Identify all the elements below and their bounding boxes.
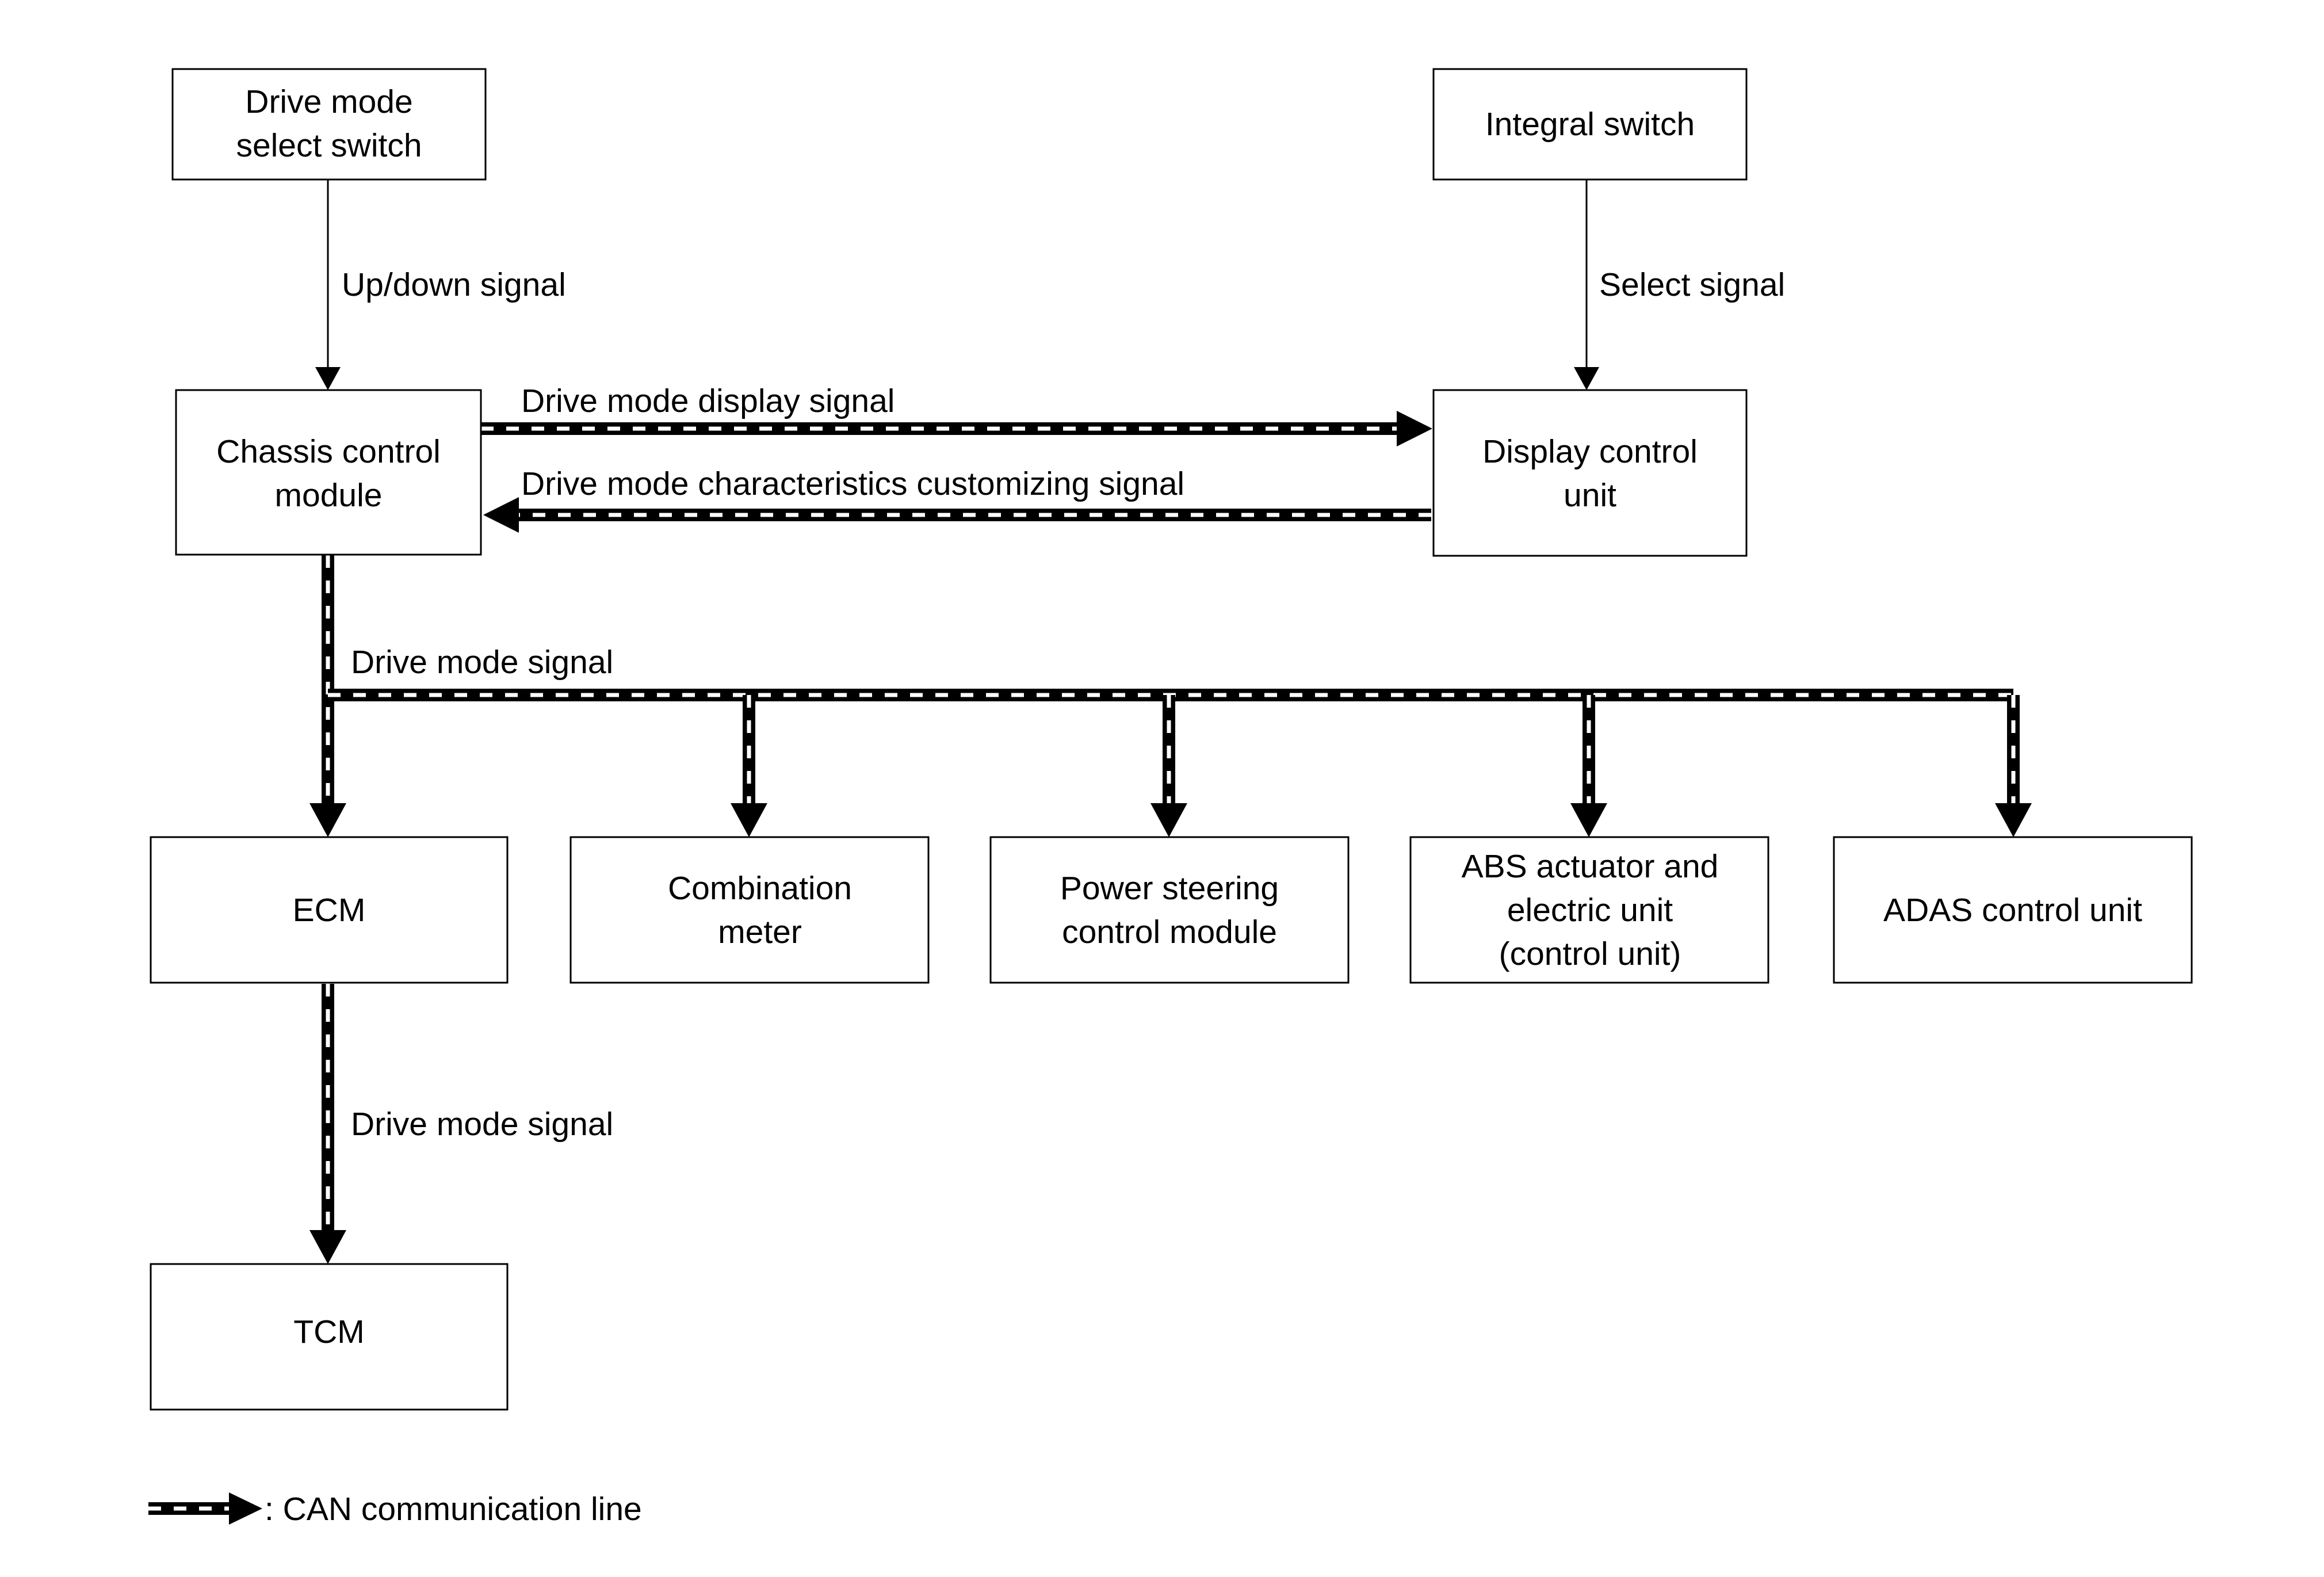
label-drive-mode-display-signal: Drive mode display signal bbox=[521, 383, 895, 419]
label-drive-mode-customizing-signal: Drive mode characteristics customizing s… bbox=[521, 465, 1184, 502]
arrowhead-abs bbox=[1570, 803, 1607, 837]
box-power-steering-control-module: Power steering control module bbox=[989, 836, 1350, 984]
arrowhead-power-steering bbox=[1150, 803, 1187, 837]
arrowhead-adas bbox=[1995, 803, 2032, 837]
box-label-line: ECM bbox=[293, 892, 366, 929]
box-chassis-control-module: Chassis control module bbox=[175, 389, 482, 556]
label-up-down-signal: Up/down signal bbox=[342, 266, 566, 303]
box-label-line: control module bbox=[1062, 914, 1277, 950]
box-label-line: ABS actuator and bbox=[1462, 848, 1719, 885]
box-label-line: Drive mode bbox=[245, 83, 412, 120]
label-drive-mode-signal-tcm: Drive mode signal bbox=[351, 1106, 613, 1143]
wire-up-down bbox=[315, 180, 341, 390]
box-label-line: TCM bbox=[293, 1313, 364, 1350]
box-label-line: Combination bbox=[668, 870, 852, 907]
box-label-line: (control unit) bbox=[1499, 935, 1681, 972]
label-select-signal: Select signal bbox=[1599, 266, 1785, 303]
box-label-line: Integral switch bbox=[1485, 106, 1695, 143]
box-adas-control-unit: ADAS control unit bbox=[1833, 836, 2193, 984]
legend-arrowhead bbox=[229, 1492, 262, 1525]
arrowhead-tcm bbox=[309, 1230, 346, 1264]
box-ecm: ECM bbox=[150, 836, 509, 984]
box-drive-mode-select-switch: Drive mode select switch bbox=[171, 68, 487, 181]
box-label-line: unit bbox=[1564, 477, 1616, 514]
arrowhead-chassis-control-module bbox=[483, 497, 519, 533]
arrowhead-combination-meter bbox=[731, 803, 767, 837]
box-tcm: TCM bbox=[150, 1263, 509, 1411]
box-label-line: electric unit bbox=[1507, 892, 1673, 929]
label-drive-mode-signal-bus: Drive mode signal bbox=[351, 644, 613, 681]
box-abs-actuator: ABS actuator and electric unit (control … bbox=[1409, 836, 1769, 984]
box-label-line: Chassis control bbox=[216, 433, 441, 470]
box-label-line: ADAS control unit bbox=[1883, 892, 2142, 929]
box-integral-switch: Integral switch bbox=[1432, 68, 1748, 181]
wire-select bbox=[1574, 180, 1599, 390]
box-label-line: select switch bbox=[236, 127, 422, 164]
box-label-line: Power steering bbox=[1060, 870, 1279, 907]
box-label-line: module bbox=[275, 477, 383, 514]
box-combination-meter: Combination meter bbox=[569, 836, 930, 984]
arrowhead-ecm bbox=[309, 803, 346, 837]
legend-label: : CAN communication line bbox=[265, 1491, 642, 1528]
box-display-control-unit: Display control unit bbox=[1432, 389, 1748, 557]
box-label-line: Display control bbox=[1482, 433, 1698, 470]
box-label-line: meter bbox=[718, 914, 802, 950]
arrowhead-display-control-unit bbox=[1397, 411, 1432, 446]
